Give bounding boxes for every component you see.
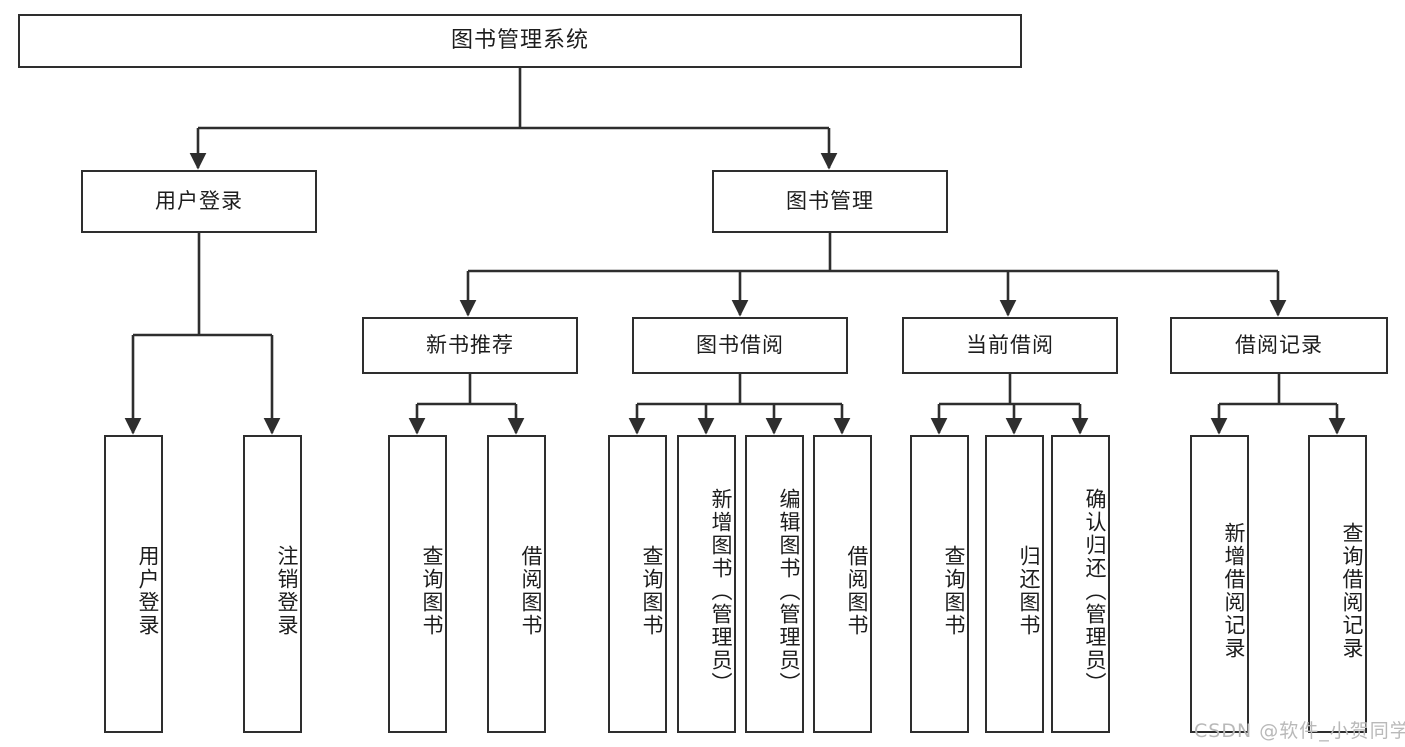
node-new-book-recommend-label: 新书推荐 [426, 332, 514, 357]
node-leaf-query-borrow-record-label: 查询借阅记录 [1340, 522, 1364, 660]
node-leaf-return-book[interactable]: 归还图书 [985, 435, 1044, 733]
node-book-borrow-label: 图书借阅 [696, 332, 784, 357]
node-leaf-add-book-admin-label: 新增图书（管理员） [709, 487, 733, 695]
node-leaf-cur-query-book-label: 查询图书 [942, 545, 966, 637]
node-root-label: 图书管理系统 [450, 27, 589, 53]
node-current-borrow-label: 当前借阅 [966, 332, 1054, 357]
node-current-borrow[interactable]: 当前借阅 [902, 317, 1118, 374]
node-leaf-return-book-label: 归还图书 [1017, 545, 1041, 637]
node-leaf-rec-query-book[interactable]: 查询图书 [388, 435, 447, 733]
node-book-manage-label: 图书管理 [786, 188, 874, 213]
node-leaf-borrow-book-label: 借阅图书 [845, 545, 869, 637]
node-leaf-add-book-admin[interactable]: 新增图书（管理员） [677, 435, 736, 733]
node-leaf-rec-borrow-book-label: 借阅图书 [519, 545, 543, 637]
node-leaf-cur-query-book[interactable]: 查询图书 [910, 435, 969, 733]
node-leaf-confirm-return-admin-label: 确认归还（管理员） [1083, 487, 1107, 695]
node-book-manage[interactable]: 图书管理 [712, 170, 948, 233]
node-leaf-borrow-query-book-label: 查询图书 [640, 545, 664, 637]
node-user-login[interactable]: 用户登录 [81, 170, 317, 233]
node-leaf-add-borrow-record[interactable]: 新增借阅记录 [1190, 435, 1249, 733]
node-leaf-confirm-return-admin[interactable]: 确认归还（管理员） [1051, 435, 1110, 733]
node-root-system[interactable]: 图书管理系统 [18, 14, 1022, 68]
node-leaf-user-logout[interactable]: 注销登录 [243, 435, 302, 733]
node-new-book-recommend[interactable]: 新书推荐 [362, 317, 578, 374]
node-leaf-user-logout-label: 注销登录 [275, 545, 299, 637]
node-leaf-rec-borrow-book[interactable]: 借阅图书 [487, 435, 546, 733]
node-borrow-record-label: 借阅记录 [1235, 332, 1323, 357]
node-leaf-user-login-label: 用户登录 [136, 545, 160, 637]
node-leaf-borrow-query-book[interactable]: 查询图书 [608, 435, 667, 733]
node-leaf-borrow-book[interactable]: 借阅图书 [813, 435, 872, 733]
node-book-borrow[interactable]: 图书借阅 [632, 317, 848, 374]
node-leaf-user-login[interactable]: 用户登录 [104, 435, 163, 733]
node-leaf-edit-book-admin[interactable]: 编辑图书（管理员） [745, 435, 804, 733]
node-leaf-query-borrow-record[interactable]: 查询借阅记录 [1308, 435, 1367, 733]
node-borrow-record[interactable]: 借阅记录 [1170, 317, 1388, 374]
node-leaf-rec-query-book-label: 查询图书 [420, 545, 444, 637]
csdn-watermark: CSDN @软件_小贺同学 [1194, 720, 1405, 742]
node-user-login-label: 用户登录 [155, 188, 243, 213]
node-leaf-edit-book-admin-label: 编辑图书（管理员） [777, 487, 801, 695]
node-leaf-add-borrow-record-label: 新增借阅记录 [1222, 522, 1246, 660]
